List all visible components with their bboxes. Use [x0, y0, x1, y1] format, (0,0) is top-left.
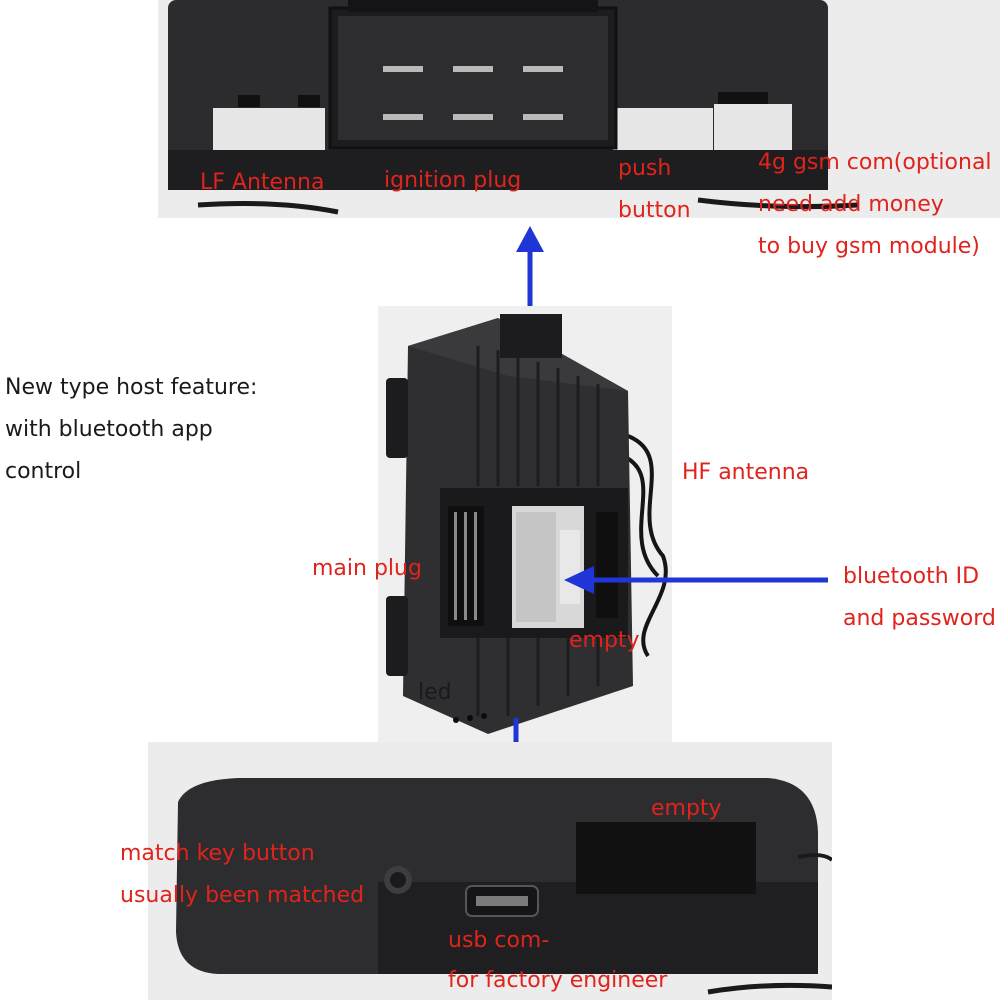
arrow-left-icon [564, 566, 828, 594]
main-plug-label: main plug [312, 556, 422, 581]
feature-text-line3: control [5, 459, 82, 484]
gsm-label-line3: to buy gsm module) [758, 234, 980, 259]
lf-antenna-label: LF Antenna [200, 170, 325, 195]
push-button-label-line2: button [618, 198, 691, 223]
hf-antenna-label: HF antenna [682, 460, 810, 485]
match-key-label-line2: usually been matched [120, 883, 365, 908]
led-label: led [418, 680, 452, 705]
bottom-empty-label: empty [651, 796, 722, 821]
arrow-up-icon [516, 226, 544, 312]
bottom-device-photo [148, 742, 832, 1000]
usb-label-line2: for factory engineer [448, 968, 668, 993]
middle-empty-label: empty [569, 628, 640, 653]
usb-label-line1: usb com- [448, 928, 550, 953]
bluetooth-label-line2: and password [843, 606, 996, 631]
match-key-label-line1: match key button [120, 841, 315, 866]
push-button-label-line1: push [618, 156, 672, 181]
bluetooth-label-line1: bluetooth ID [843, 564, 980, 589]
middle-device-photo [378, 306, 672, 742]
top-device-photo [158, 0, 1000, 218]
ignition-plug-label: ignition plug [384, 168, 522, 193]
gsm-label-line1: 4g gsm com(optional [758, 150, 992, 175]
feature-text-line2: with bluetooth app [5, 417, 213, 442]
gsm-label-line2: need add money [758, 192, 944, 217]
feature-text-line1: New type host feature: [5, 375, 258, 400]
